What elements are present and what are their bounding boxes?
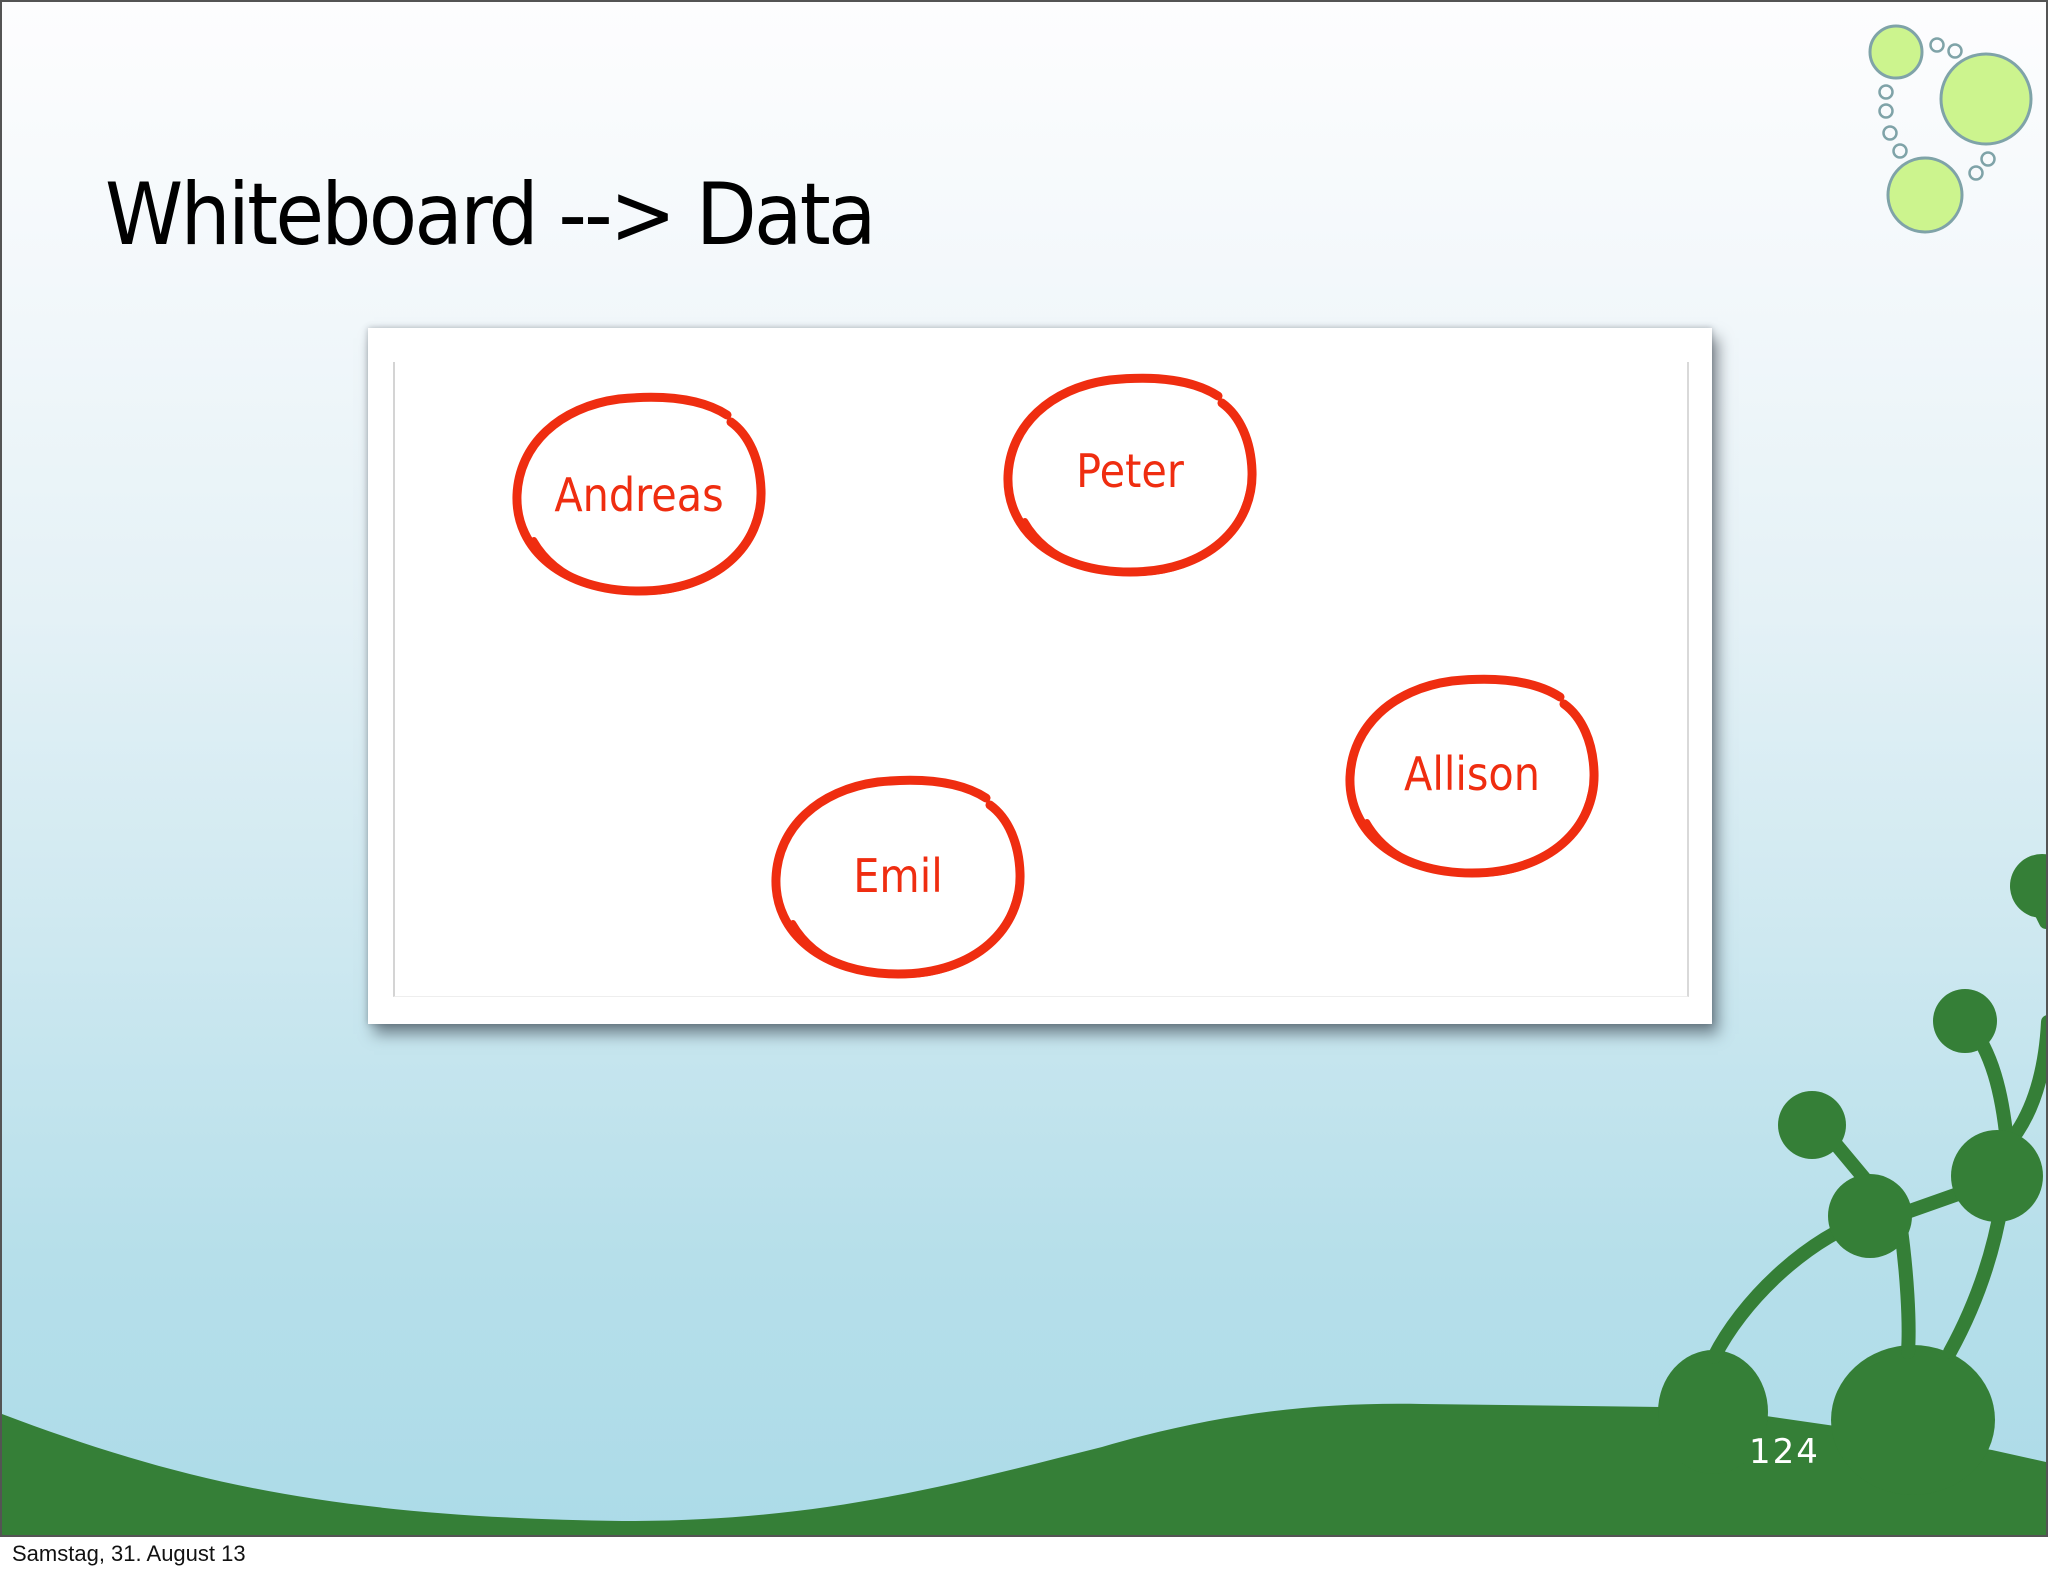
name-label-allison: Allison — [1404, 747, 1540, 801]
slide: Whiteboard --> Data — [0, 0, 2048, 1537]
hand-drawn-circles — [368, 328, 1712, 1024]
slide-title: Whiteboard --> Data — [105, 165, 876, 265]
name-label-andreas: Andreas — [554, 468, 724, 522]
name-label-peter: Peter — [1076, 444, 1184, 498]
molecule-tree-icon — [2, 854, 2046, 1535]
name-label-emil: Emil — [853, 849, 943, 903]
footer-date: Samstag, 31. August 13 — [12, 1541, 246, 1566]
whiteboard-image: Andreas Peter Allison Emil — [368, 328, 1712, 1024]
bubbles-logo-icon — [1868, 24, 2033, 234]
whiteboard-frame — [393, 362, 1689, 997]
page-number: 124 — [1749, 1432, 1820, 1472]
